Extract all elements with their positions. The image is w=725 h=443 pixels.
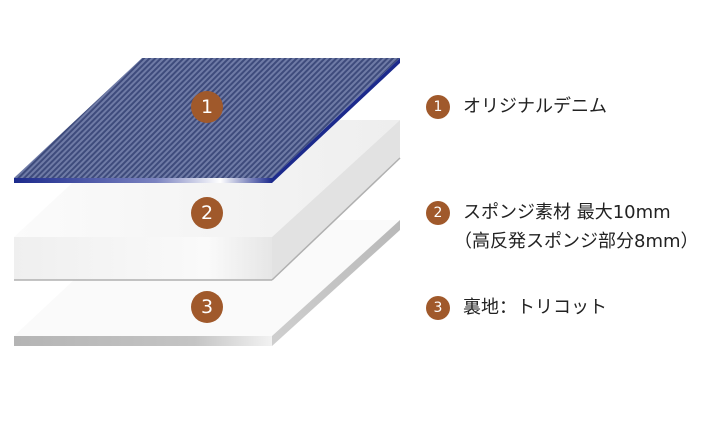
layer-2-marker: 2 <box>191 197 223 229</box>
legend-2-marker: 2 <box>426 201 450 225</box>
layer-1-marker: 1 <box>191 91 223 123</box>
legend-2-label: スポンジ素材 最大10mm <box>463 202 671 223</box>
legend-1-label: オリジナルデニム <box>463 96 607 117</box>
legend-3-label: 裏地：トリコット <box>463 297 607 318</box>
legend-2-sublabel: （高反発スポンジ部分8mm） <box>454 231 699 252</box>
legend-1-marker: 1 <box>426 95 450 119</box>
legend-3-marker: 3 <box>426 296 450 320</box>
layer-3-marker: 3 <box>191 291 223 323</box>
